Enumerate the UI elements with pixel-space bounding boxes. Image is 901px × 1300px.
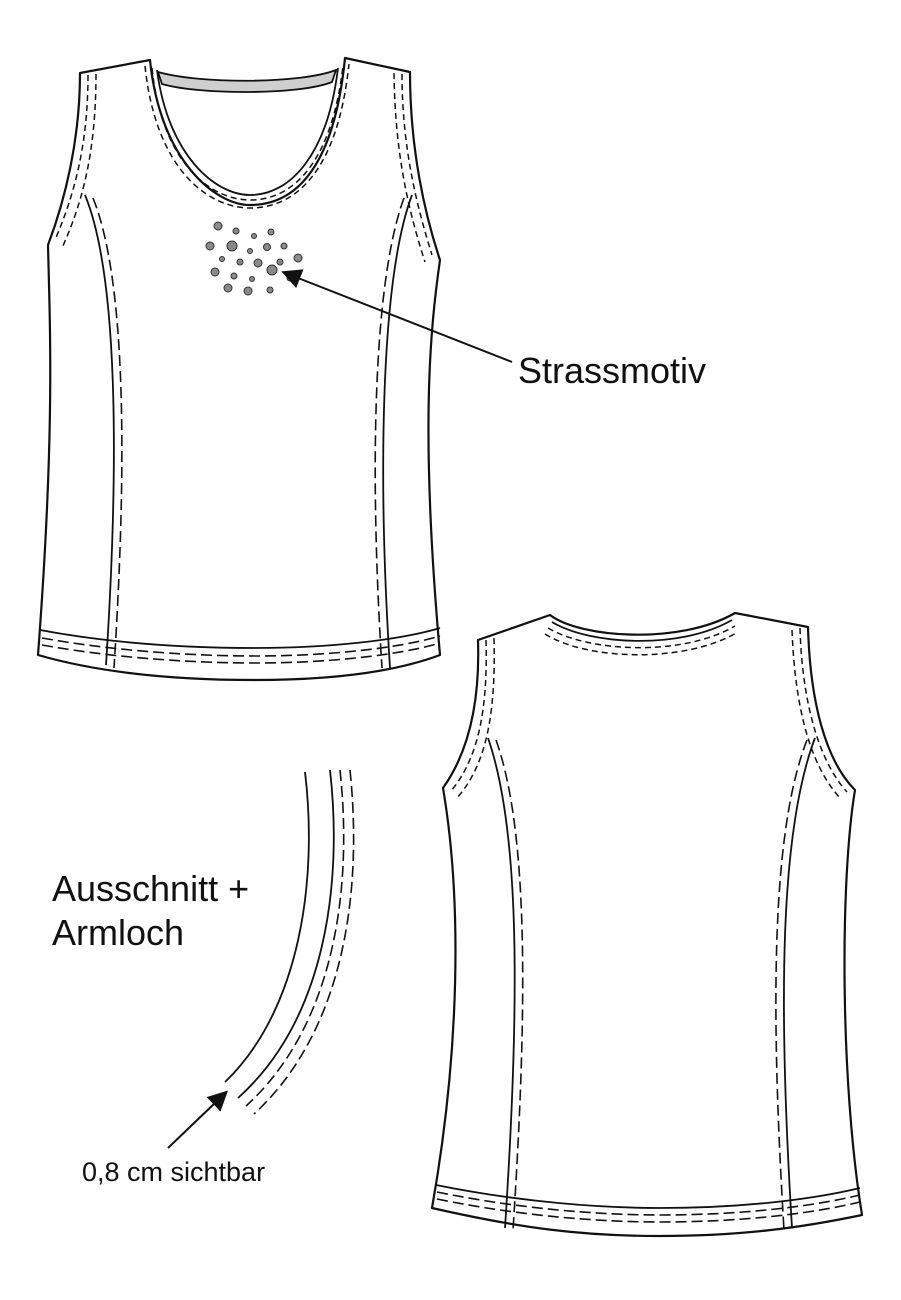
- back-armhole-right-stitch-1: [799, 627, 848, 793]
- back-neck-stitch-1: [547, 625, 736, 649]
- back-neck-stitch-2: [544, 631, 739, 656]
- back-armhole-left-stitch-2: [456, 637, 495, 799]
- back-seam-left: [487, 737, 516, 1229]
- front-outline: [36, 56, 442, 682]
- rhinestone-motif: [205, 221, 303, 296]
- front-armhole-left-stitch-2: [61, 73, 97, 249]
- front-armhole-right-stitch-1: [401, 73, 433, 256]
- armloch-label: Armloch: [52, 912, 185, 953]
- ausschnitt-label: Ausschnitt +: [52, 868, 250, 909]
- detail-binding-edge: [237, 769, 335, 1099]
- back-armhole-right-stitch-2: [791, 629, 841, 799]
- front-princess-stitch-right: [374, 197, 405, 669]
- sichtbar-label: 0,8 cm sichtbar: [82, 1157, 266, 1187]
- front-princess-seam-left: [84, 194, 115, 666]
- back-seam-stitch-left: [495, 739, 524, 1231]
- strassmotiv-label: Strassmotiv: [518, 350, 707, 391]
- sichtbar-arrow: [167, 1090, 229, 1149]
- front-princess-stitch-left: [92, 197, 123, 669]
- detail-edge: [224, 771, 310, 1083]
- front-neck-stitch-1: [151, 65, 344, 201]
- back-armhole-left-stitch-1: [449, 639, 487, 793]
- strassmotiv-arrow: [281, 269, 513, 363]
- back-seam-stitch-right: [775, 739, 808, 1231]
- back-hem-stitch-1: [436, 1191, 861, 1216]
- front-view-top: [36, 56, 513, 682]
- back-neck-binding: [551, 619, 733, 642]
- detail-binding: [167, 769, 355, 1149]
- back-outline: [430, 611, 864, 1238]
- back-seam-right: [783, 737, 816, 1229]
- back-view: [430, 611, 864, 1238]
- detail-stitch-2: [253, 769, 355, 1115]
- back-hem-stitch-2: [436, 1198, 861, 1223]
- front-hem-line: [39, 627, 441, 649]
- front-neck-stitch-2: [144, 63, 350, 209]
- back-hem-line: [435, 1184, 861, 1209]
- back-neck-rib: [156, 68, 338, 93]
- front-neck-binding: [156, 67, 339, 196]
- front-princess-seam-right: [382, 194, 413, 669]
- front-armhole-right-stitch-2: [393, 72, 426, 263]
- front-armhole-left-stitch-1: [54, 74, 89, 241]
- detail-stitch-1: [245, 769, 345, 1107]
- front-hem-stitch-1: [41, 635, 441, 657]
- front-hem-stitch-2: [41, 642, 441, 664]
